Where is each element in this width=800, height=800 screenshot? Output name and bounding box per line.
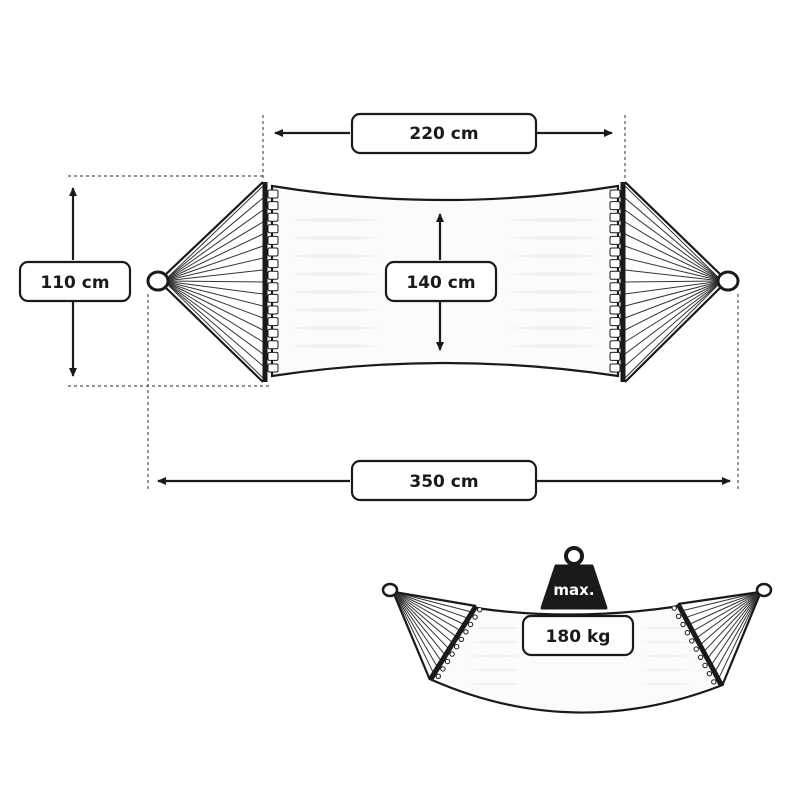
label-350: 350 cm [409, 472, 478, 492]
guide-lines [68, 115, 739, 490]
left-spreader-holes [267, 189, 279, 373]
hammock-hanging-view [381, 582, 773, 714]
hanging-cloth-stripes [470, 626, 690, 686]
dimension-140: 140 cm [384, 213, 498, 351]
left-strings [163, 181, 264, 383]
label-180kg: 180 kg [546, 627, 611, 647]
hanging-right-spreader [675, 602, 725, 688]
hanging-left-ring [381, 582, 399, 598]
max-load-label: 180 kg [521, 614, 635, 657]
dimension-350: 350 cm [157, 459, 731, 502]
hanging-left-strings [392, 590, 477, 681]
label-140: 140 cm [406, 273, 475, 293]
label-220: 220 cm [409, 124, 478, 144]
dimension-220: 220 cm [274, 112, 613, 155]
right-spreader-holes [609, 189, 621, 373]
label-110: 110 cm [40, 273, 109, 293]
cloth-stripes [290, 218, 600, 348]
hanging-right-ring [755, 582, 773, 598]
hanging-right-strings [677, 590, 762, 687]
weight-label-max: max. [553, 581, 594, 599]
weight-icon: max. [540, 546, 608, 610]
left-ring [146, 270, 170, 292]
hanging-left-spreader [427, 604, 479, 682]
dimension-110: 110 cm [18, 187, 132, 377]
right-ring [716, 270, 740, 292]
right-strings [624, 181, 723, 383]
hanging-cloth [430, 604, 722, 714]
